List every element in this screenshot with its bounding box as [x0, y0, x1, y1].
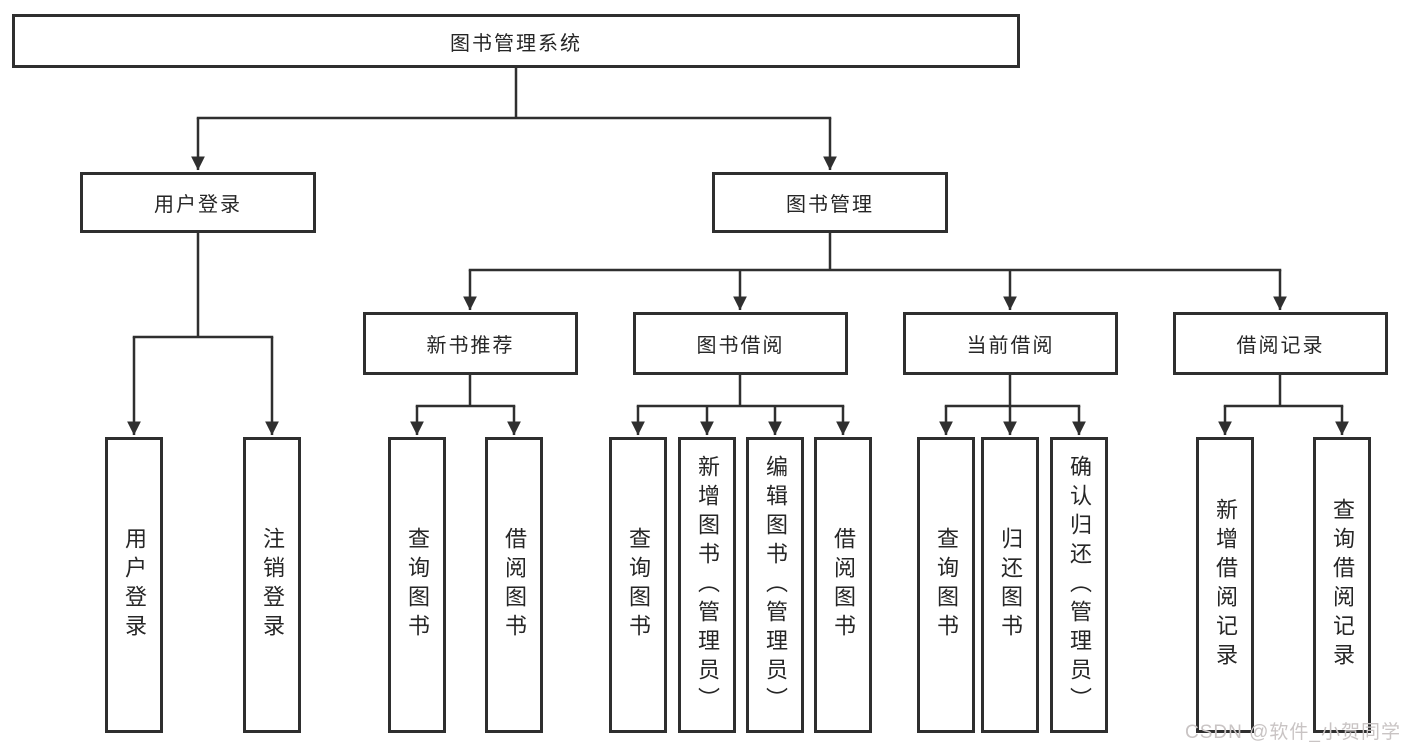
leaf-borrowing-query-books: 查询图书: [609, 437, 667, 733]
leaf-borrowing-edit-books-admin: 编辑图书（管理员）: [746, 437, 804, 733]
csdn-watermark: CSDN @软件_小贺同学: [1185, 722, 1401, 743]
node-new-book-recommend: 新书推荐: [363, 312, 578, 375]
node-current-borrowing: 当前借阅: [903, 312, 1118, 375]
node-root-library-system: 图书管理系统: [12, 14, 1020, 68]
leaf-current-confirm-return-admin: 确认归还（管理员）: [1050, 437, 1108, 733]
node-book-management: 图书管理: [712, 172, 948, 233]
leaf-records-query-record: 查询借阅记录: [1313, 437, 1371, 733]
leaf-borrowing-add-books-admin: 新增图书（管理员）: [678, 437, 736, 733]
leaf-logout: 注销登录: [243, 437, 301, 733]
leaf-current-query-books: 查询图书: [917, 437, 975, 733]
leaf-recommend-query-books: 查询图书: [388, 437, 446, 733]
node-borrowing-records: 借阅记录: [1173, 312, 1388, 375]
node-book-borrowing: 图书借阅: [633, 312, 848, 375]
leaf-current-return-books: 归还图书: [981, 437, 1039, 733]
node-user-login: 用户登录: [80, 172, 316, 233]
leaf-borrowing-borrow-books: 借阅图书: [814, 437, 872, 733]
connector-group: [127, 68, 1349, 436]
leaf-recommend-borrow-books: 借阅图书: [485, 437, 543, 733]
leaf-records-add-record: 新增借阅记录: [1196, 437, 1254, 733]
leaf-user-login: 用户登录: [105, 437, 163, 733]
